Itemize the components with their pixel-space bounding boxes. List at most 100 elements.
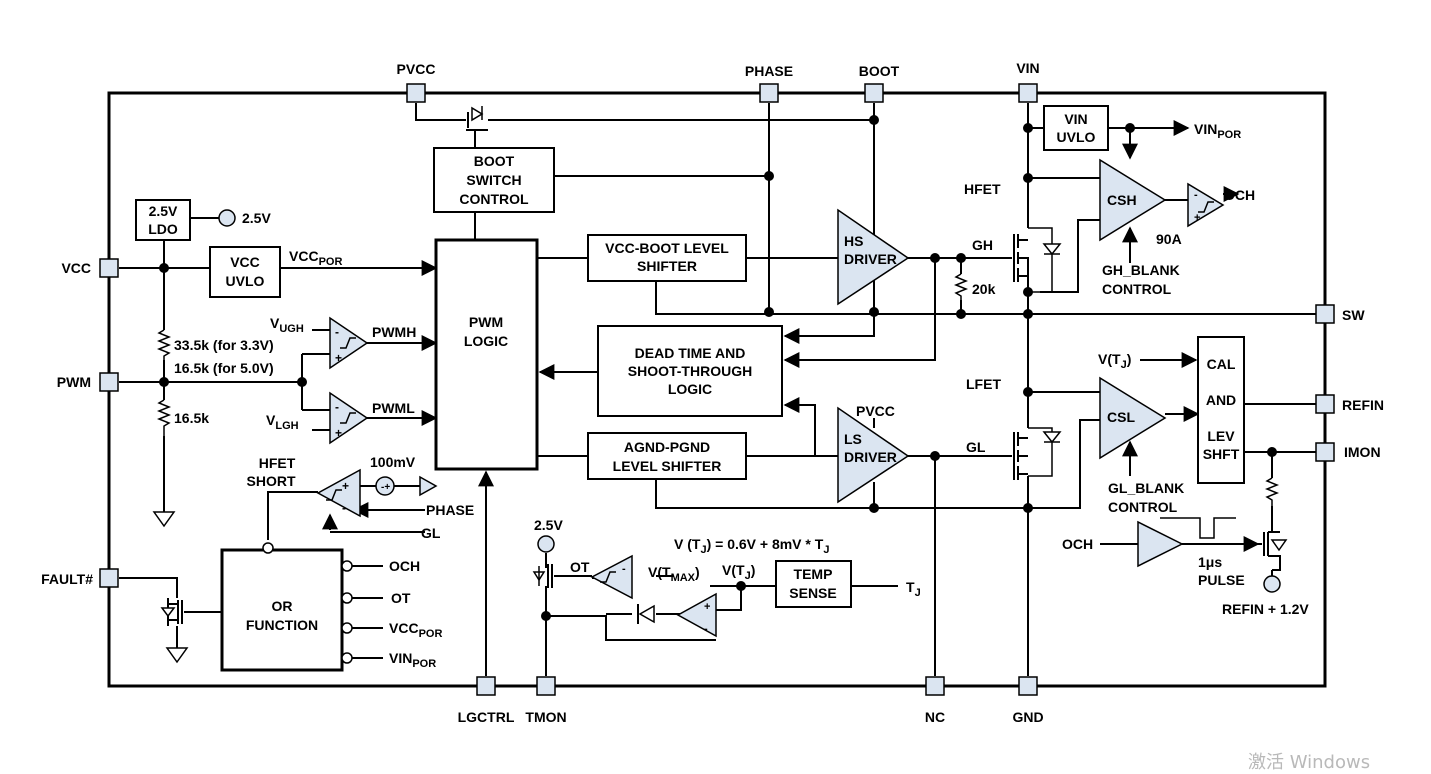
imon-mosfet [1258, 531, 1288, 571]
lfet-mosfet [1004, 427, 1062, 480]
vcc-boot-shifter-label-1: VCC-BOOT LEVEL [605, 240, 729, 256]
vlgh-label: VLGH [266, 412, 299, 432]
och-comparator: - + [1187, 182, 1225, 228]
och-output-label: OCH [1224, 187, 1255, 203]
pin-vin [1018, 83, 1038, 103]
pin-lgctrl [476, 676, 496, 696]
ldo-label-1: 2.5V [149, 203, 178, 219]
hs-driver: HS DRIVER [837, 208, 910, 306]
pulse-label-2: PULSE [1198, 572, 1245, 588]
lfet-label: LFET [966, 376, 1001, 392]
or-function-block: OR FUNCTION [220, 548, 344, 672]
gl-blank-label-1: GL_BLANK [1108, 480, 1184, 496]
vin-uvlo-label-1: VIN [1064, 111, 1087, 127]
pin-pwm [99, 372, 119, 392]
ldo-block: 2.5V LDO [135, 199, 191, 241]
gl-label: GL [966, 439, 986, 455]
pwml-comparator: - + [329, 391, 369, 445]
resistor-16k-label: 16.5k [174, 410, 209, 426]
vcc-boot-shifter-label-2: SHIFTER [637, 258, 697, 274]
pin-label-boot: BOOT [859, 63, 900, 79]
fault-mosfet [160, 598, 190, 626]
pin-phase [759, 83, 779, 103]
100mv-source [375, 476, 395, 496]
pin-label-pvcc: PVCC [397, 61, 436, 77]
ot-label: OT [570, 559, 590, 575]
ot-diode [637, 604, 655, 624]
svg-text:+: + [704, 601, 710, 613]
och-pulse-label: OCH [1062, 536, 1093, 552]
ldo-label-2: LDO [148, 221, 178, 237]
svg-text:-: - [335, 325, 339, 339]
boot-switch-mosfet [460, 106, 494, 131]
pins [99, 83, 1335, 696]
pin-label-refin: REFIN [1342, 397, 1384, 413]
tmon-2v5-terminal [537, 535, 555, 553]
wires [119, 103, 1316, 676]
svg-text:-: - [704, 623, 708, 635]
pin-label-lgctrl: LGCTRL [458, 709, 515, 725]
gh-label: GH [972, 237, 993, 253]
90a-label: 90A [1156, 231, 1182, 247]
pin-boot [864, 83, 884, 103]
vugh-label: VUGH [270, 315, 304, 335]
vin-uvlo-label-2: UVLO [1057, 129, 1096, 145]
svg-text:-: - [342, 501, 346, 515]
svg-text:-+: -+ [381, 482, 390, 493]
svg-text:+: + [335, 351, 342, 365]
pin-label-gnd: GND [1012, 709, 1043, 725]
csl-label: CSL [1107, 409, 1135, 425]
gh-blank-label-1: GH_BLANK [1102, 262, 1180, 278]
svg-text:+: + [342, 479, 349, 493]
100mv-buffer [419, 475, 438, 497]
or-vcc-por-label: VCCPOR [389, 620, 442, 640]
resistors [156, 273, 1280, 506]
svg-text:-: - [622, 563, 626, 575]
vcc-boot-level-shifter-block: VCC-BOOT LEVEL SHIFTER [587, 234, 747, 282]
hfet-short-label-2: SHORT [247, 473, 296, 489]
gh-blank-label-2: CONTROL [1102, 281, 1172, 297]
100mv-label: 100mV [370, 454, 416, 470]
signal-labels: VCCPOR VINPOR VUGH VLGH PWMH PWML 33.5k … [174, 121, 1309, 670]
svg-text:-: - [335, 400, 339, 414]
cal-label-1: CAL [1207, 356, 1236, 372]
pin-labels: PVCC PHASE BOOT VIN VCC PWM FAULT# SW RE… [41, 60, 1384, 725]
csl-amplifier: CSL [1099, 376, 1167, 460]
ls-driver-pvcc-label: PVCC [856, 403, 895, 419]
tmon-2v5-label: 2.5V [534, 517, 563, 533]
tj-label: TJ [906, 579, 921, 599]
vcc-por-label: VCCPOR [289, 248, 342, 268]
resistor-20k-label: 20k [972, 281, 996, 297]
pin-label-sw: SW [1342, 307, 1365, 323]
temp-sense-block: TEMP SENSE [775, 560, 852, 608]
ldo-output-label: 2.5V [242, 210, 271, 226]
pin-vcc [99, 258, 119, 278]
vcc-uvlo-label-1: VCC [230, 254, 260, 270]
phase-input-label: PHASE [426, 502, 474, 518]
boot-switch-label-1: BOOT [474, 153, 515, 169]
pin-label-phase: PHASE [745, 63, 793, 79]
hfet-mosfet [1004, 227, 1062, 293]
or-och-label: OCH [389, 558, 420, 574]
dead-time-label-1: DEAD TIME AND [635, 345, 746, 361]
pin-tmon [536, 676, 556, 696]
dead-time-logic-block: DEAD TIME AND SHOOT-THROUGH LOGIC [597, 325, 783, 417]
pwmh-label: PWMH [372, 324, 416, 340]
vcc-uvlo-block: VCC UVLO [209, 246, 281, 298]
pin-pvcc [406, 83, 426, 103]
ls-driver-label-2: DRIVER [844, 449, 897, 465]
vtj-cal-label: V(TJ) [1098, 351, 1131, 371]
or-function-label-2: FUNCTION [246, 617, 318, 633]
ground-symbols [152, 511, 189, 664]
boot-switch-label-2: SWITCH [466, 172, 521, 188]
ls-driver-label-1: LS [844, 431, 862, 447]
pin-label-fault: FAULT# [41, 571, 93, 587]
vtj-label: V(TJ) [722, 562, 755, 582]
or-ot-label: OT [391, 590, 411, 606]
pulse-label-1: 1μs [1198, 554, 1222, 570]
csh-label: CSH [1107, 192, 1137, 208]
boot-switch-control-block: BOOT SWITCH CONTROL [433, 147, 555, 213]
svg-text:+: + [335, 426, 342, 440]
dead-time-label-3: LOGIC [668, 381, 712, 397]
ot-comparator: - [590, 554, 633, 600]
